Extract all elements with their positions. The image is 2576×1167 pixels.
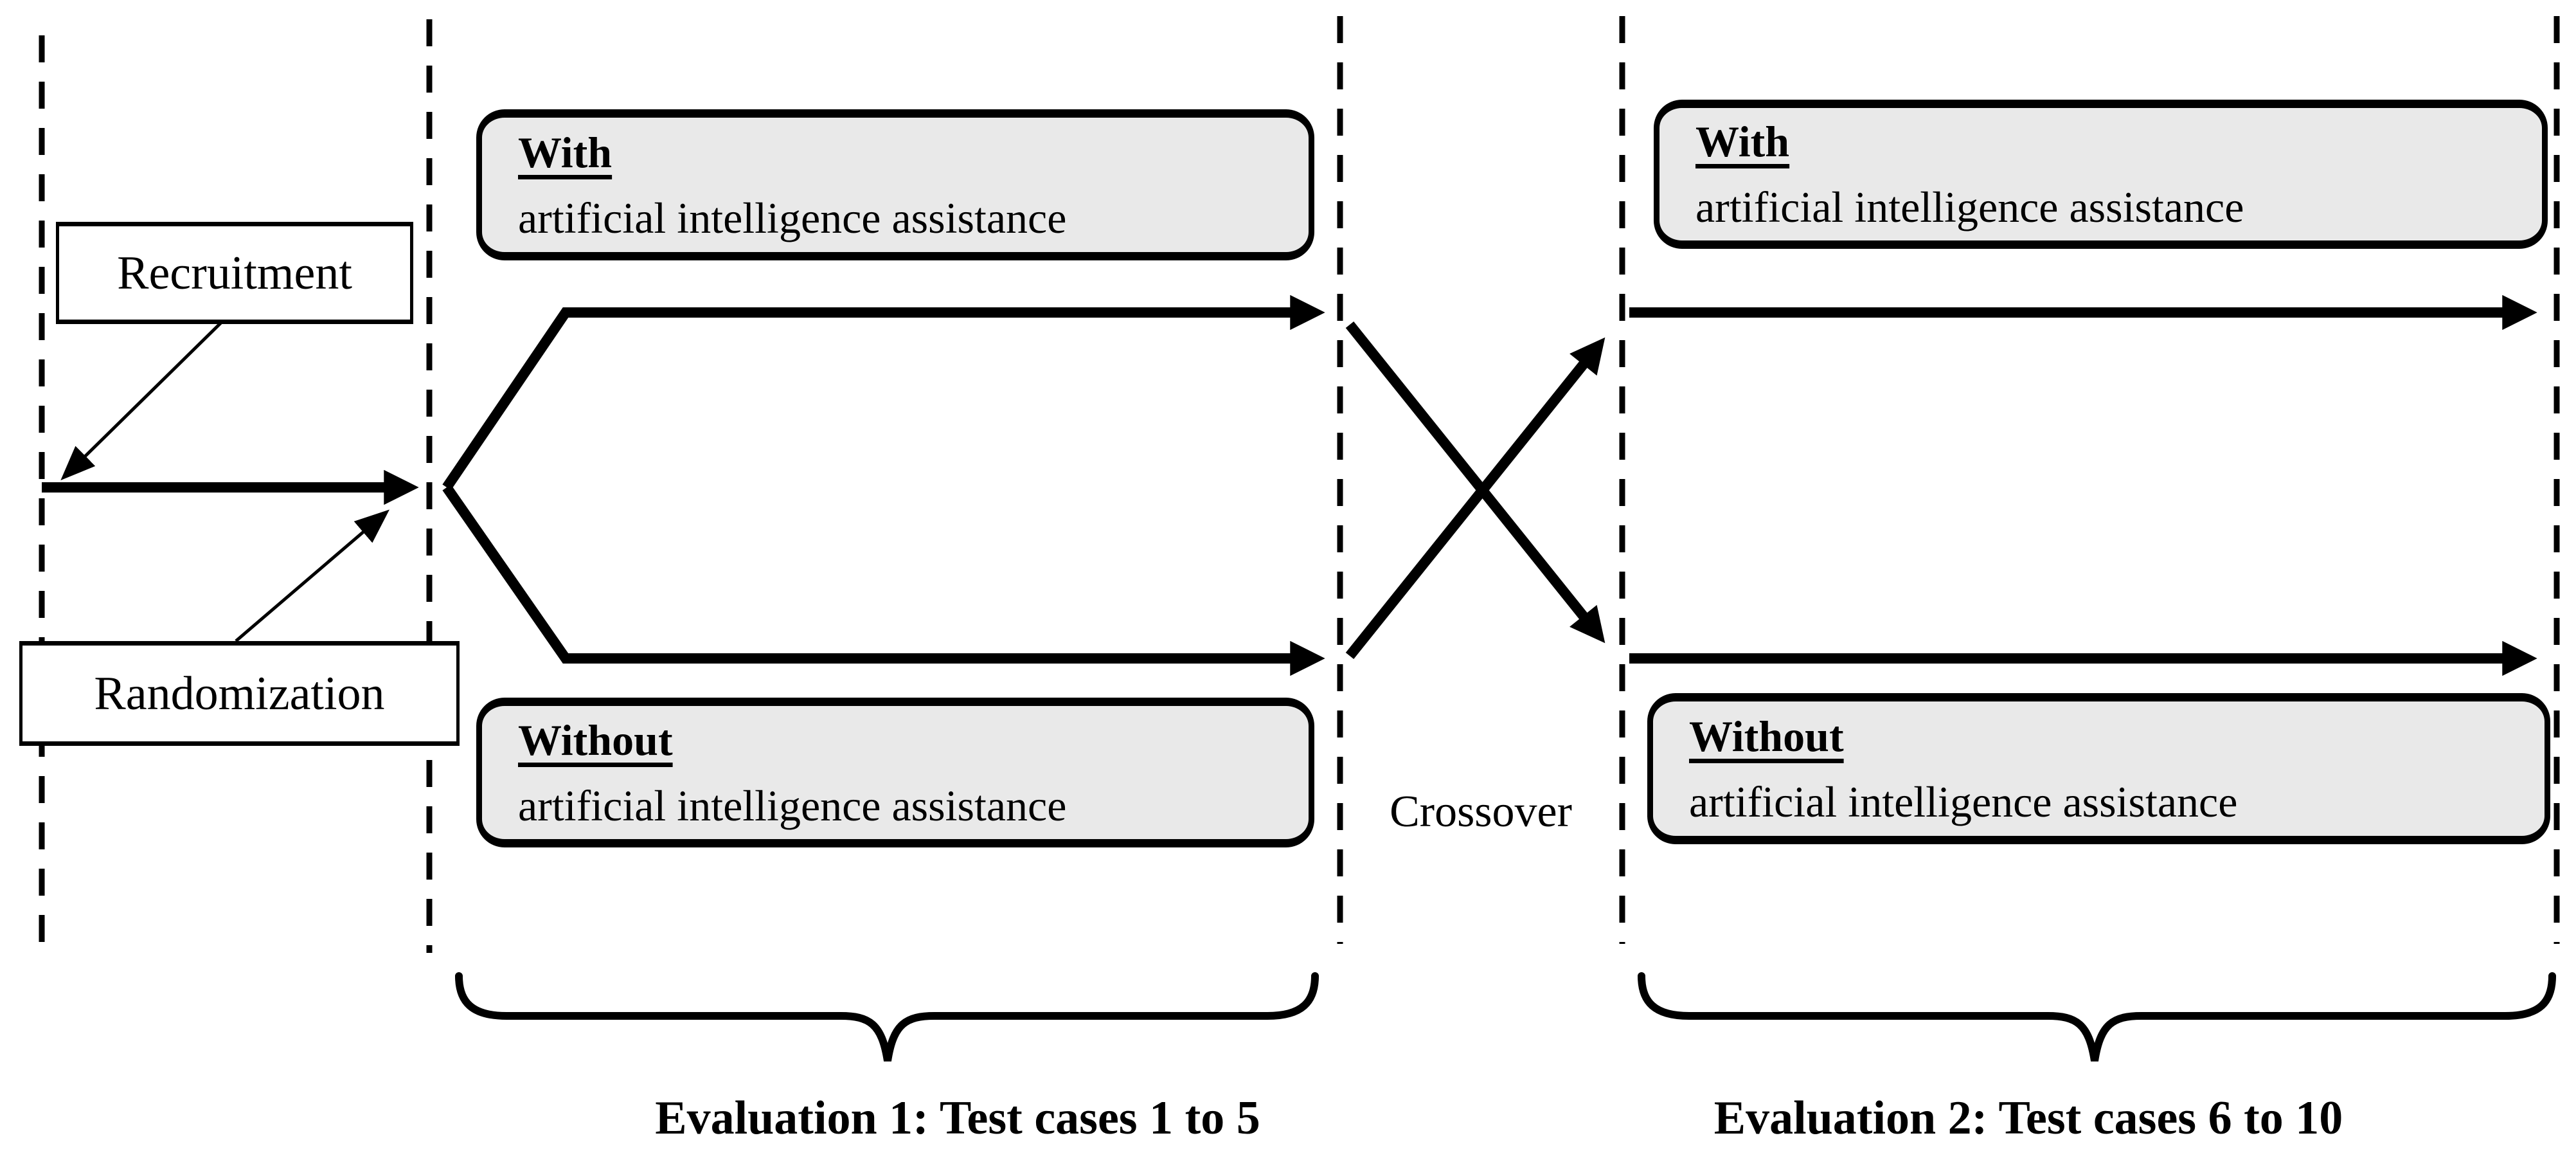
period2-with-ai-subtitle: artificial intelligence assistance <box>1695 183 2244 231</box>
randomization-callout-arrow <box>235 509 389 642</box>
crossover-label: Crossover <box>1390 787 1572 837</box>
period1-without-ai-title: Without <box>518 715 673 764</box>
period2-with-ai-box: With artificial intelligence assistance <box>1654 100 2548 249</box>
period2-without-ai-subtitle: artificial intelligence assistance <box>1689 777 2238 826</box>
period1-with-ai-title: With <box>518 127 613 177</box>
crossover-ascending-arrow <box>1345 337 1606 660</box>
evaluation1-brace <box>455 972 1319 1062</box>
period2-with-ai-title: With <box>1695 117 1790 166</box>
recruitment-callout-arrow <box>60 315 229 481</box>
period2-without-ai-title: Without <box>1689 711 1844 761</box>
period1-lower-arm-arrow <box>442 484 1325 676</box>
period1-without-ai-subtitle: artificial intelligence assistance <box>518 781 1067 830</box>
evaluation2-label: Evaluation 2: Test cases 6 to 10 <box>1713 1092 2343 1144</box>
period1-with-ai-subtitle: artificial intelligence assistance <box>518 193 1067 242</box>
recruitment-box-label: Recruitment <box>117 246 352 300</box>
recruitment-box: Recruitment <box>56 222 413 324</box>
crossover-descending-arrow <box>1345 321 1606 644</box>
period1-with-ai-box: With artificial intelligence assistance <box>476 109 1314 260</box>
period2-without-ai-box: Without artificial intelligence assistan… <box>1647 693 2550 844</box>
evaluation2-brace <box>1638 972 2556 1062</box>
randomization-box-label: Randomization <box>94 667 385 720</box>
evaluation1-label: Evaluation 1: Test cases 1 to 5 <box>655 1092 1260 1144</box>
period1-without-ai-box: Without artificial intelligence assistan… <box>476 698 1314 847</box>
period1-upper-arm-arrow <box>442 294 1325 491</box>
randomization-box: Randomization <box>19 641 460 746</box>
